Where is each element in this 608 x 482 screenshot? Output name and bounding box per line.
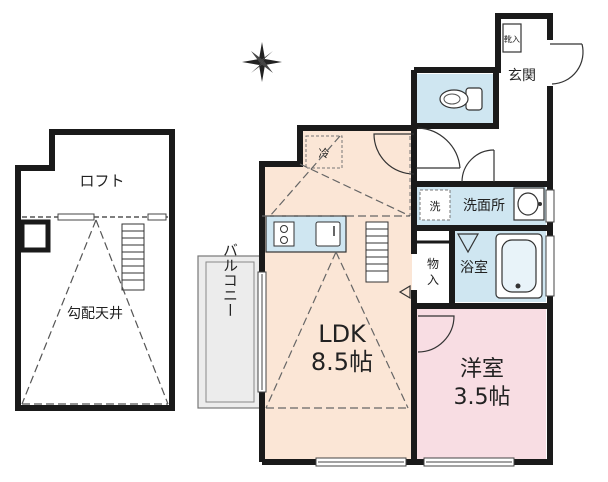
- shoe-storage-label: 靴入: [504, 34, 520, 44]
- storage-door-mark: [398, 284, 411, 300]
- ldk-size: 8.5帖: [311, 348, 373, 376]
- ldk-name: LDK: [318, 320, 367, 348]
- entrance-label: 玄関: [508, 67, 536, 84]
- washer-label: 洗: [430, 200, 441, 213]
- ldk-loft-opening-lines: [262, 135, 411, 409]
- storage-label-bottom: 入: [427, 273, 439, 287]
- bath-door-mark: [456, 233, 480, 254]
- entrance-door: [550, 43, 584, 85]
- loft-edge-mark-right: [147, 213, 167, 221]
- loft-plan: ロフト 勾配天井: [15, 129, 175, 411]
- kitchen-counter: [265, 215, 347, 253]
- fridge-space: [305, 135, 343, 169]
- ceiling-label: 勾配天井: [67, 306, 123, 322]
- washer-pan: [419, 189, 451, 221]
- washbasin-icon: [513, 187, 545, 221]
- windows: [257, 189, 555, 467]
- bathroom-label: 浴室: [460, 259, 488, 276]
- sloped-ceiling-lines: [21, 219, 169, 405]
- toilet-icon: [439, 87, 483, 111]
- western-room-size: 3.5帖: [454, 385, 511, 410]
- loft-ladder: [121, 223, 145, 291]
- loft-edge-mark-left: [57, 213, 95, 221]
- loft-label: ロフト: [79, 172, 124, 190]
- balcony-label-v: バルコニー: [221, 243, 239, 318]
- loft-pillar: [19, 219, 51, 253]
- western-room-floor: [416, 308, 546, 460]
- compass-icon: [242, 42, 282, 82]
- washroom-label: 洗面所: [463, 198, 505, 214]
- shoe-storage: [502, 23, 522, 53]
- western-room-door: [417, 315, 455, 353]
- hall-door-swings: [373, 127, 495, 183]
- fridge-label: 冷: [319, 147, 330, 160]
- storage-label-top: 物: [427, 257, 439, 271]
- loft-wall-outline: [15, 129, 175, 411]
- balcony-inner: [205, 261, 255, 403]
- western-room-name: 洋室: [460, 357, 504, 382]
- balcony-floor: [197, 255, 261, 409]
- bathtub-icon: [495, 233, 543, 299]
- ldk-ladder: [365, 221, 389, 283]
- ldk-floor: [262, 130, 412, 460]
